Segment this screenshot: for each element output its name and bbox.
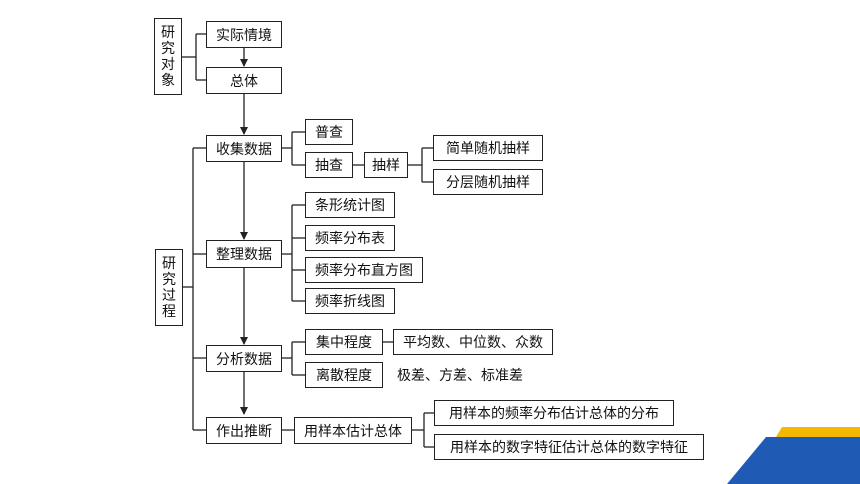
collect-data-box: 收集数据	[206, 135, 282, 162]
yellow-stripe	[776, 427, 860, 437]
research-process-char: 究	[162, 271, 176, 288]
estimate-distribution-box: 用样本的频率分布估计总体的分布	[434, 400, 674, 426]
organize-data-box: 整理数据	[206, 240, 282, 268]
research-process-char: 程	[162, 303, 176, 320]
research-object-char: 象	[161, 72, 175, 89]
estimate-features-box: 用样本的数字特征估计总体的数字特征	[434, 434, 704, 460]
research-object-char: 究	[161, 40, 175, 57]
simple-random-sampling-box: 简单随机抽样	[433, 135, 543, 161]
dispersion-measures-text: 极差、方差、标准差	[397, 368, 523, 384]
research-process-box: 研 究 过 程	[155, 249, 183, 326]
population-box: 总体	[206, 67, 282, 94]
blue-parallelogram	[727, 437, 860, 484]
sample-box: 抽样	[364, 152, 408, 178]
central-measures-box: 平均数、中位数、众数	[393, 329, 553, 355]
bar-chart-box: 条形统计图	[305, 192, 395, 218]
make-inference-box: 作出推断	[206, 417, 282, 444]
research-object-box: 研 究 对 象	[154, 18, 182, 95]
census-box: 普查	[305, 119, 353, 145]
real-situation-box: 实际情境	[206, 21, 282, 48]
sampling-box: 抽查	[305, 152, 353, 178]
analyze-data-box: 分析数据	[206, 345, 282, 372]
dispersion-box: 离散程度	[305, 362, 383, 388]
research-process-char: 研	[162, 255, 176, 272]
central-tendency-box: 集中程度	[305, 329, 383, 355]
frequency-table-box: 频率分布表	[305, 225, 395, 251]
research-object-char: 对	[161, 56, 175, 73]
stratified-random-sampling-box: 分层随机抽样	[433, 169, 543, 195]
histogram-box: 频率分布直方图	[305, 257, 423, 283]
sample-estimate-box: 用样本估计总体	[294, 417, 412, 444]
research-object-char: 研	[161, 24, 175, 41]
frequency-polygon-box: 频率折线图	[305, 288, 395, 314]
research-process-char: 过	[162, 287, 176, 304]
